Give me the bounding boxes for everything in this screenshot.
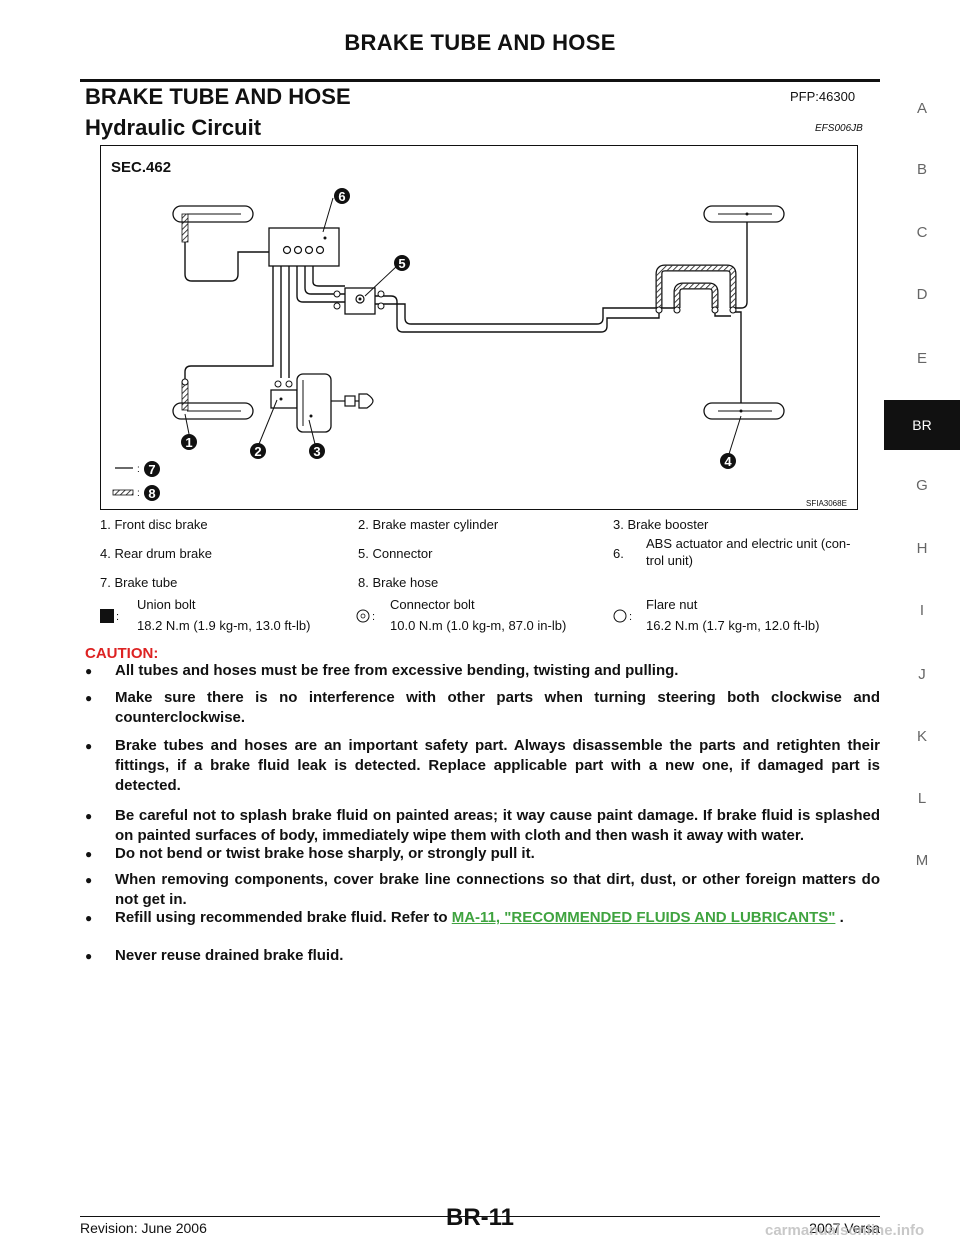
callout-5: 5 bbox=[398, 256, 405, 271]
tab-c[interactable]: C bbox=[916, 224, 928, 241]
caution-text-8: Never reuse drained brake fluid. bbox=[115, 947, 344, 964]
page-title: BRAKE TUBE AND HOSE bbox=[85, 84, 351, 109]
page-number: BR-11 bbox=[445, 1204, 515, 1231]
tab-a[interactable]: A bbox=[916, 100, 927, 117]
caution-text-3: Brake tubes and hoses are an important s… bbox=[115, 737, 880, 794]
tab-d[interactable]: D bbox=[916, 286, 928, 303]
connector-bolt-torque: 10.0 N.m (1.0 kg-m, 87.0 in-lb) bbox=[390, 618, 567, 633]
caution-text-7-pre: Refill using recommended brake fluid. Re… bbox=[115, 909, 452, 926]
revision-date: Revision: June 2006 bbox=[80, 1220, 207, 1236]
tab-l[interactable]: L bbox=[917, 790, 927, 807]
header-rule bbox=[80, 79, 880, 82]
legend-colon-7: : bbox=[137, 464, 140, 475]
bullet-icon: ● bbox=[85, 691, 93, 705]
callout-4: 4 bbox=[724, 454, 732, 469]
caution-text-5: Do not bend or twist brake hose sharply,… bbox=[115, 845, 535, 862]
legend-item-1: 1. Front disc brake bbox=[100, 517, 208, 532]
model-name: 2007 Versa bbox=[809, 1220, 880, 1236]
abs-actuator bbox=[268, 227, 340, 267]
caution-text-6: When removing components, cover brake li… bbox=[115, 871, 880, 908]
legend-item-3: 3. Brake booster bbox=[613, 517, 709, 532]
tab-b[interactable]: B bbox=[916, 161, 927, 178]
union-bolt-torque: 18.2 N.m (1.9 kg-m, 13.0 ft-lb) bbox=[137, 618, 311, 633]
bullet-icon: ● bbox=[85, 664, 93, 678]
connector-bolt-icon bbox=[355, 608, 371, 627]
callout-7: 7 bbox=[148, 462, 155, 477]
caution-text-7-post: . bbox=[835, 909, 844, 926]
legend-item-6-num: 6. bbox=[613, 546, 624, 561]
bullet-icon: ● bbox=[85, 949, 93, 963]
flare-nut-colon: : bbox=[629, 611, 633, 623]
section-code: EFS006JB bbox=[815, 123, 863, 134]
caution-text-7: Refill using recommended brake fluid. Re… bbox=[115, 908, 880, 928]
union-bolt-colon: : bbox=[116, 611, 120, 623]
legend-item-7: 7. Brake tube bbox=[100, 575, 178, 590]
brake-booster bbox=[296, 373, 332, 433]
tab-g[interactable]: G bbox=[916, 477, 928, 494]
section-subtitle: Hydraulic Circuit bbox=[85, 115, 262, 140]
caution-heading: CAUTION: bbox=[85, 645, 159, 662]
tab-h[interactable]: H bbox=[916, 540, 928, 557]
tab-br[interactable]: BR bbox=[884, 400, 960, 450]
bullet-icon: ● bbox=[85, 911, 93, 925]
callout-8: 8 bbox=[148, 486, 155, 501]
bullet-icon: ● bbox=[85, 847, 93, 861]
union-bolt-label: Union bolt bbox=[137, 597, 196, 612]
bullet-icon: ● bbox=[85, 809, 93, 823]
flare-nut-torque: 16.2 N.m (1.7 kg-m, 12.0 ft-lb) bbox=[646, 618, 820, 633]
callout-6: 6 bbox=[338, 189, 345, 204]
caution-text-2: Make sure there is no interference with … bbox=[115, 689, 880, 726]
diagram-svg: SEC.462 bbox=[111, 159, 847, 508]
hydraulic-circuit-diagram: SEC.462 bbox=[100, 145, 858, 510]
part-number: PFP:46300 bbox=[790, 89, 856, 104]
watermark: carmanualsonline.info bbox=[765, 1222, 925, 1239]
front-left-hose bbox=[181, 213, 189, 243]
legend-colon-8: : bbox=[137, 488, 140, 499]
image-code: SFIA3068E bbox=[806, 499, 847, 508]
legend-item-6-line2: trol unit) bbox=[646, 553, 693, 568]
front-right-hose bbox=[181, 381, 189, 411]
legend-item-5: 5. Connector bbox=[358, 546, 433, 561]
tab-k[interactable]: K bbox=[916, 728, 927, 745]
legend-item-8: 8. Brake hose bbox=[358, 575, 439, 590]
union-bolt-icon bbox=[100, 609, 114, 623]
tab-i[interactable]: I bbox=[919, 602, 925, 619]
tab-e[interactable]: E bbox=[916, 350, 927, 367]
running-header-title: BRAKE TUBE AND HOSE bbox=[344, 30, 616, 55]
tab-m[interactable]: M bbox=[915, 852, 929, 869]
tab-j[interactable]: J bbox=[918, 666, 926, 683]
callout-3: 3 bbox=[313, 444, 320, 459]
connector-bolt-label: Connector bolt bbox=[390, 597, 475, 612]
legend-item-2: 2. Brake master cylinder bbox=[358, 517, 499, 532]
caution-text-1: All tubes and hoses must be free from ex… bbox=[115, 662, 679, 679]
callout-2: 2 bbox=[254, 444, 261, 459]
footer-rule bbox=[80, 1216, 880, 1217]
caution-text-4: Be careful not to splash brake fluid on … bbox=[115, 807, 880, 844]
bullet-icon: ● bbox=[85, 873, 93, 887]
flare-nut-icon bbox=[612, 608, 628, 627]
sec-label: SEC.462 bbox=[111, 159, 171, 176]
connector-bolt-colon: : bbox=[372, 611, 376, 623]
callout-1: 1 bbox=[185, 435, 192, 450]
fluids-reference-link[interactable]: MA-11, "RECOMMENDED FLUIDS AND LUBRICANT… bbox=[451, 909, 836, 926]
legend-item-4: 4. Rear drum brake bbox=[100, 546, 212, 561]
flare-nut-label: Flare nut bbox=[646, 597, 698, 612]
legend-item-6-line1: ABS actuator and electric unit (con- bbox=[646, 536, 851, 551]
bullet-icon: ● bbox=[85, 739, 93, 753]
